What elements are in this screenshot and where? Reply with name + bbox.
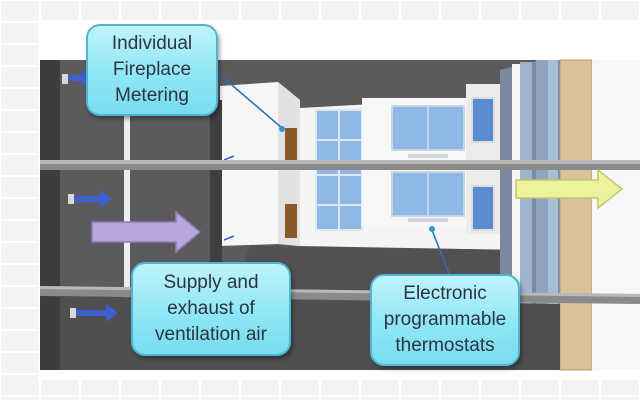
arrow-right-icon	[74, 190, 112, 208]
supply-air-arrow	[91, 210, 202, 254]
callout-line: Individual	[111, 33, 193, 54]
callout-line: exhaust of	[167, 298, 255, 319]
callout-line: ventilation air	[155, 324, 267, 345]
callout-ventilation-air: Supply and exhaust of ventilation air	[131, 262, 291, 356]
fireplace-upper	[285, 128, 297, 162]
exterior-right	[592, 60, 640, 370]
callout-line: Electronic	[403, 283, 487, 304]
arrow-right-icon	[76, 304, 118, 322]
thermostat-upper	[408, 154, 448, 158]
wood-column	[559, 59, 593, 371]
left-beam	[40, 60, 60, 370]
exhaust-air-arrow	[515, 168, 624, 210]
right-tower-window-lower	[471, 185, 495, 231]
fireplace-lower	[285, 204, 297, 238]
white-mullion	[512, 64, 520, 344]
thermostat-lower	[408, 218, 448, 222]
callout-line: Metering	[115, 85, 189, 106]
callout-line: programmable	[383, 309, 507, 330]
right-tower-window-upper	[471, 97, 495, 143]
callout-line: Supply and	[163, 272, 259, 293]
callout-line: Fireplace	[112, 59, 192, 80]
leader-line	[431, 229, 451, 277]
callout-fireplace-metering: Individual Fireplace Metering	[86, 24, 218, 116]
callout-thermostats: Electronic programmable thermostats	[370, 274, 520, 366]
callout-line: thermostats	[395, 335, 495, 356]
thin-column	[124, 60, 130, 370]
